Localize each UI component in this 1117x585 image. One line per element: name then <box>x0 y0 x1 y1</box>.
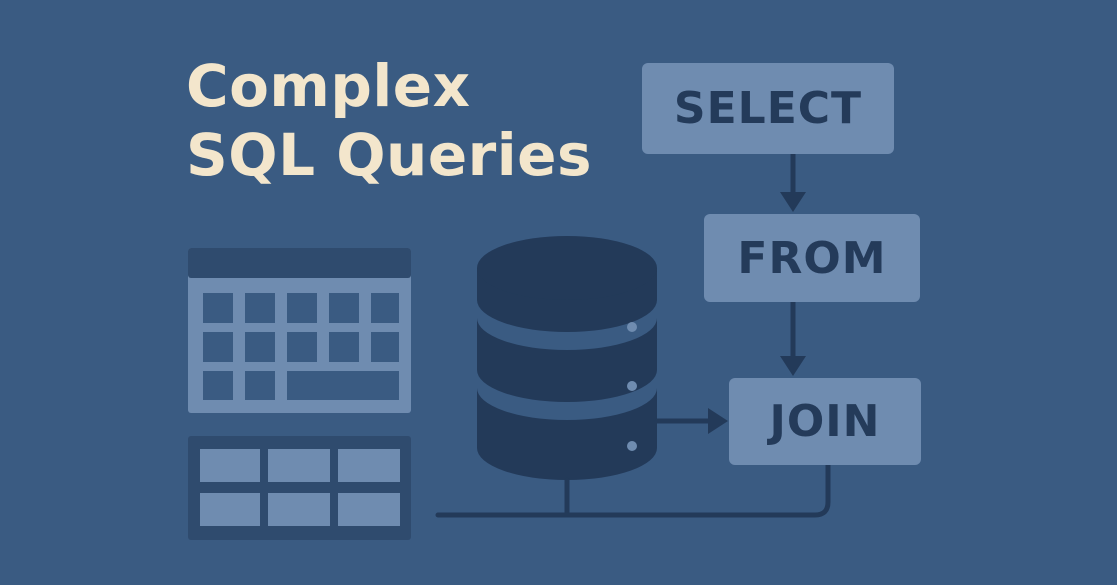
database-icon <box>477 236 657 480</box>
from-clause-box: FROM <box>704 214 920 302</box>
arrow-down-icon <box>780 356 806 376</box>
page-title: Complex SQL Queries <box>186 52 592 190</box>
arrow-right-icon <box>708 408 728 434</box>
join-clause-box: JOIN <box>729 378 921 465</box>
select-clause-box: SELECT <box>642 63 894 154</box>
title-line-1: Complex <box>186 52 471 120</box>
flow-connectors <box>435 151 831 518</box>
data-grid-icon <box>188 436 411 540</box>
arrow-heads <box>708 192 806 434</box>
arrow-down-icon <box>780 192 806 212</box>
title-line-2: SQL Queries <box>186 121 593 189</box>
data-table-icon <box>188 248 411 413</box>
